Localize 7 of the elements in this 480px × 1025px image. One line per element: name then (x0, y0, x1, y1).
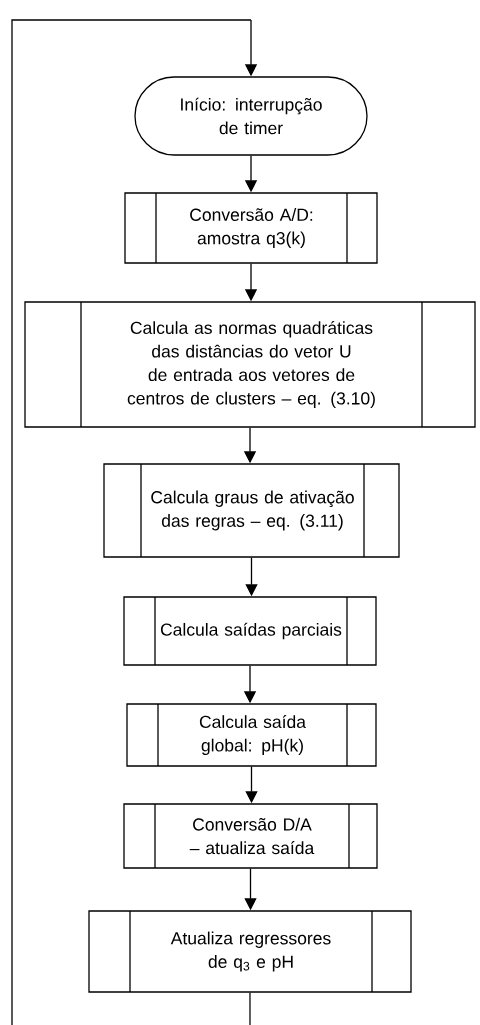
subprocess-box: Atualiza regressores de q$_{3}$ e pH (88, 910, 412, 993)
subprocess-box: Conversão A/D: amostra q3(k) (124, 192, 378, 264)
subprocess-box: Conversão D/A – atualiza saída (123, 803, 378, 869)
subprocess-box: Calcula saída global: pH(k) (126, 703, 377, 767)
subprocess-box: Calcula saídas parciais (123, 596, 377, 666)
subprocess-box: Calcula graus de ativação das regras – eq. (3.11) (103, 463, 400, 558)
subprocess-box: Calcula as normas quadráticas das distâncias do vetor U de entrada aos vetores de centros de clusters – eq. (3.10) (24, 301, 476, 428)
